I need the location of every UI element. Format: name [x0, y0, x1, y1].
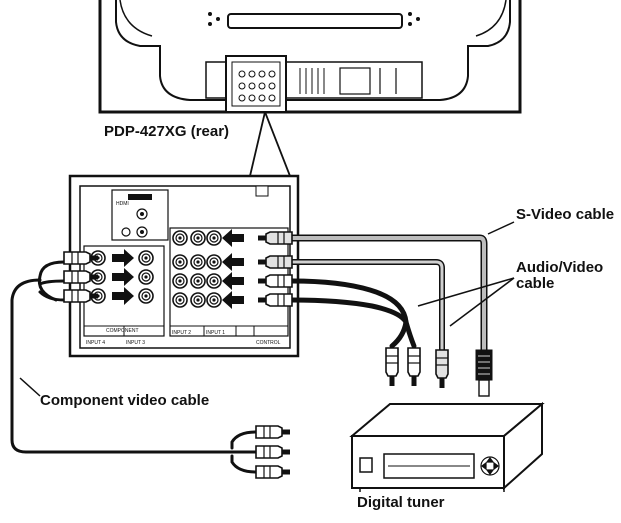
zoom-callout	[249, 111, 291, 177]
component-jack	[138, 250, 154, 266]
tv-screws	[208, 12, 420, 26]
component-cable	[10, 260, 258, 474]
tuner-dpad	[480, 456, 500, 476]
panel-input4-label: INPUT 4	[86, 340, 105, 346]
tv-model-label: PDP-427XG (rear)	[104, 123, 230, 140]
component-plug-panel	[63, 289, 98, 303]
tv-terminal-jacks	[238, 70, 276, 102]
tv-rear	[98, 0, 522, 114]
av-jack	[206, 292, 222, 308]
av-jack	[206, 273, 222, 289]
av-jack	[190, 273, 206, 289]
component-plug-tuner	[255, 465, 290, 479]
av-plug-tuner	[407, 347, 421, 386]
panel-component-label: COMPONENT	[106, 328, 139, 334]
panel-input3-label: INPUT 3	[126, 340, 145, 346]
insert-arrows	[112, 229, 244, 309]
tv-inner-contour	[115, 0, 511, 101]
av-jack	[190, 292, 206, 308]
leader-lines	[19, 221, 515, 397]
av-jack	[206, 254, 222, 270]
panel-text: HDMI COMPONENT INPUT 4 INPUT 3 INPUT 2 I…	[86, 201, 281, 346]
hdmi-block	[111, 189, 169, 241]
tv-vent	[299, 68, 325, 94]
panel-input2-label: INPUT 2	[172, 330, 191, 336]
tuner-side	[503, 401, 543, 491]
digital-tuner-label: Digital tuner	[357, 494, 445, 511]
av-plug-panel	[258, 293, 293, 307]
svideo-plug-panel	[258, 231, 293, 245]
cable-plugs	[63, 231, 493, 479]
svideo-jack	[206, 230, 222, 246]
av-plug-tuner	[385, 347, 399, 386]
digital-tuner	[349, 401, 545, 492]
tuner-power-button	[359, 457, 373, 473]
component-plug-panel	[63, 270, 98, 284]
av-jack	[190, 254, 206, 270]
svideo-jack	[190, 230, 206, 246]
component-plug-tuner	[255, 445, 290, 459]
panel-control-label: CONTROL	[256, 340, 281, 346]
svideo-cable-label: S-Video cable	[516, 206, 615, 223]
av-jack	[172, 292, 188, 308]
av-cable-label: Audio/Video cable	[516, 259, 604, 292]
tv-terminal-inner	[231, 61, 281, 107]
panel-input1-label: INPUT 1	[206, 330, 225, 336]
tv-outer-frame	[98, 0, 522, 114]
av-cable	[289, 259, 445, 353]
panel-hdmi-label: HDMI	[116, 201, 129, 207]
tv-terminal-block	[225, 55, 287, 113]
component-plug-tuner	[255, 425, 290, 439]
tv-slot	[227, 13, 403, 29]
tv-terminal-recess	[205, 61, 423, 99]
av-plug-panel	[258, 255, 293, 269]
svideo-jack	[172, 230, 188, 246]
component-cable-label: Component video cable	[40, 392, 210, 409]
av-jack	[172, 273, 188, 289]
component-plug-panel	[63, 251, 98, 265]
component-jack	[138, 288, 154, 304]
svideo-plug-tuner	[475, 349, 493, 397]
av-plug-panel	[258, 274, 293, 288]
svideo-cable	[288, 234, 488, 354]
av-jack	[172, 254, 188, 270]
component-jack	[138, 269, 154, 285]
panel-jacks	[90, 230, 222, 308]
av-plug-tuner	[435, 349, 449, 388]
